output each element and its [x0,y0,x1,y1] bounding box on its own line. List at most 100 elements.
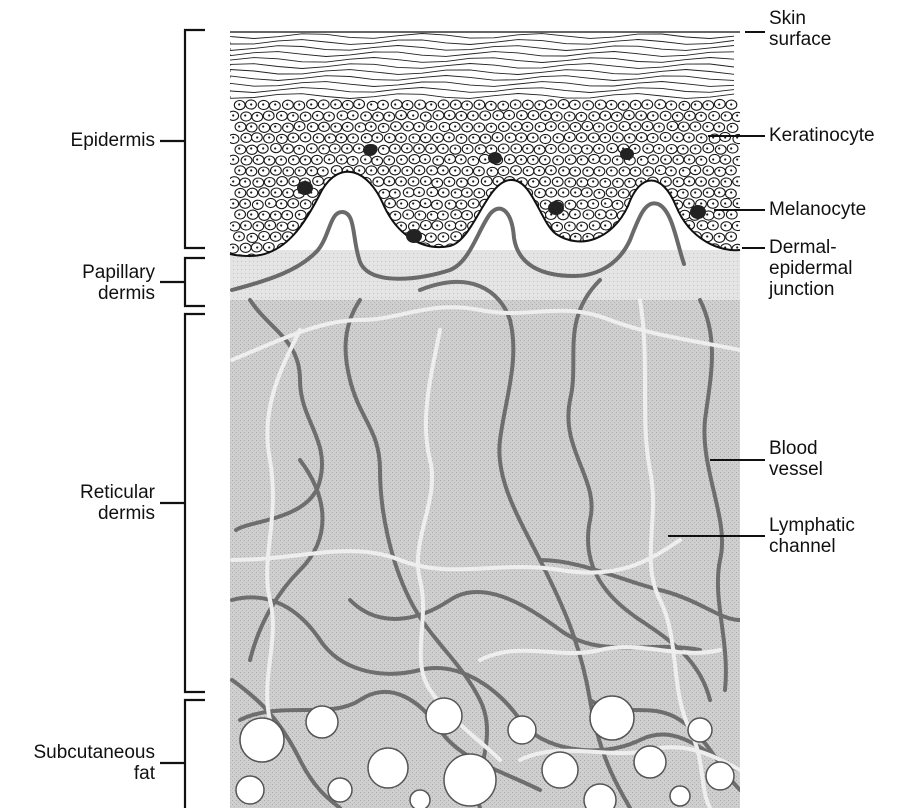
cell-nucleus [364,114,366,116]
cell-nucleus [724,114,726,116]
cell-nucleus [610,169,612,171]
cell-nucleus [358,235,360,237]
cell-nucleus [682,125,684,127]
cell-nucleus [436,158,438,160]
keratinocyte-cell [553,156,564,165]
cell-nucleus [610,191,612,193]
cell-nucleus [388,136,390,138]
cell-nucleus [520,202,522,204]
cell-nucleus [436,114,438,116]
cell-nucleus [484,180,486,182]
keratinocyte-cell [498,101,509,110]
fat-cell [240,718,284,762]
cell-nucleus [364,158,366,160]
cell-nucleus [580,114,582,116]
cell-nucleus [550,235,552,237]
cell-nucleus [370,169,372,171]
keratinocyte-cell [583,101,594,110]
cell-nucleus [328,136,330,138]
cell-nucleus [592,136,594,138]
keratinocyte-cell [253,178,264,187]
cell-nucleus [478,191,480,193]
cell-nucleus [532,158,534,160]
cell-nucleus [652,158,654,160]
cell-nucleus [526,147,528,149]
cell-nucleus [340,158,342,160]
cell-nucleus [316,136,318,138]
cell-nucleus [700,114,702,116]
cell-nucleus [532,202,534,204]
keratinocyte-cell [361,112,372,121]
cell-nucleus [370,125,372,127]
keratinocyte-cell [235,122,246,131]
cell-nucleus [580,246,582,248]
cell-nucleus [274,125,276,127]
keratinocyte-cell [228,244,239,253]
cell-nucleus [250,213,252,215]
cell-nucleus [442,213,444,215]
cell-nucleus [556,224,558,226]
cell-nucleus [652,114,654,116]
cell-nucleus [634,169,636,171]
cell-nucleus [382,213,384,215]
cell-nucleus [640,158,642,160]
keratinocyte-cell [672,112,683,121]
keratinocyte-cell [696,112,707,121]
keratinocyte-cell [372,156,383,165]
cell-nucleus [256,114,258,116]
keratinocyte-cell [378,145,389,154]
keratinocyte-cell [331,233,342,242]
keratinocyte-cell [589,221,600,230]
cell-nucleus [232,158,234,160]
keratinocyte-cell [270,101,281,110]
fat-cell [584,784,616,808]
keratinocyte-cell [618,101,629,110]
keratinocyte-cell [354,188,365,197]
keratinocyte-cell [733,156,744,165]
cell-nucleus [310,235,312,237]
cell-nucleus [478,103,480,105]
cell-nucleus [466,235,468,237]
cell-nucleus [640,136,642,138]
cell-nucleus [658,147,660,149]
keratinocyte-cell [571,145,582,154]
cell-nucleus [580,224,582,226]
keratinocyte-cell [678,233,689,242]
keratinocyte-cell [433,156,444,165]
keratinocyte-cell [415,211,426,220]
cell-nucleus [634,125,636,127]
keratinocyte-cell [551,112,562,121]
cell-nucleus [370,103,372,105]
cell-nucleus [244,158,246,160]
keratinocyte-cell [732,112,743,121]
keratinocyte-cell [313,221,324,230]
cell-nucleus [484,158,486,160]
keratinocyte-cell [409,134,420,143]
cell-nucleus [736,202,738,204]
keratinocyte-cell [703,101,714,110]
cell-nucleus [616,202,618,204]
cell-nucleus [502,191,504,193]
keratinocyte-cell [391,232,402,241]
keratinocyte-cell [696,156,707,165]
keratinocyte-cell [492,221,503,230]
keratinocyte-cell [643,167,654,176]
cell-nucleus [616,180,618,182]
cell-nucleus [280,158,282,160]
cell-nucleus [586,213,588,215]
label-dermal-line3: junction [769,279,852,300]
cell-nucleus [484,114,486,116]
cell-nucleus [586,191,588,193]
cell-nucleus [286,103,288,105]
cell-nucleus [382,235,384,237]
cell-nucleus [310,213,312,215]
cell-nucleus [418,191,420,193]
keratinocyte-cell [313,134,324,143]
cell-nucleus [382,103,384,105]
keratinocyte-cell [595,100,606,109]
cell-nucleus [400,158,402,160]
cell-nucleus [388,114,390,116]
cell-nucleus [664,158,666,160]
cell-nucleus [340,202,342,204]
papillary-dermis-region [230,250,740,300]
